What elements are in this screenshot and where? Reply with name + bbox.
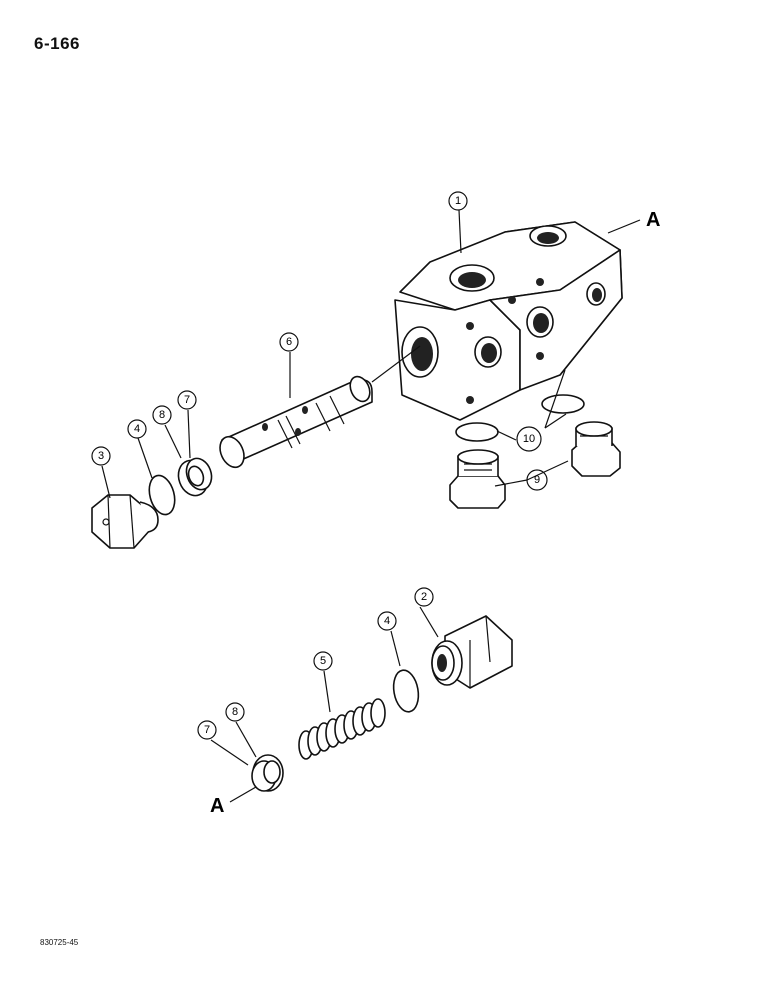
o-ring-upper <box>148 474 176 516</box>
svg-text:10: 10 <box>523 433 535 445</box>
svg-text:4: 4 <box>384 615 390 627</box>
callout-7-lower: 7 <box>197 720 217 740</box>
callout-9: 9 <box>526 469 548 491</box>
o-ring-lower <box>392 669 420 713</box>
spring <box>298 698 386 760</box>
callout-4-upper: 4 <box>127 419 147 439</box>
reference-label-a-top: A <box>646 209 660 231</box>
leader-lines <box>101 209 641 803</box>
valve-spool <box>219 375 373 469</box>
port-plug-left <box>449 449 506 509</box>
svg-text:5: 5 <box>320 655 326 667</box>
callout-7-upper: 7 <box>177 390 197 410</box>
callout-10: 10 <box>516 426 542 452</box>
svg-text:8: 8 <box>159 409 165 421</box>
callout-6: 6 <box>279 332 299 352</box>
reference-label-a-bottom: A <box>210 795 224 817</box>
valve-body <box>394 221 623 421</box>
svg-text:8: 8 <box>232 706 238 718</box>
callout-4-lower: 4 <box>377 611 397 631</box>
svg-text:6: 6 <box>286 336 292 348</box>
svg-text:7: 7 <box>204 724 210 736</box>
svg-text:9: 9 <box>534 474 540 486</box>
figure-code: 830725-45 <box>40 938 79 947</box>
svg-text:4: 4 <box>134 423 140 435</box>
seal-set-lower <box>251 754 284 792</box>
svg-text:3: 3 <box>98 450 104 462</box>
callout-8-upper: 8 <box>152 405 172 425</box>
svg-text:2: 2 <box>421 591 427 603</box>
svg-text:7: 7 <box>184 394 190 406</box>
port-plug-right <box>571 421 621 477</box>
callout-2: 2 <box>414 587 434 607</box>
callout-5: 5 <box>313 651 333 671</box>
hex-plug <box>91 494 159 549</box>
o-ring-lower-left <box>455 422 499 442</box>
callout-1: 1 <box>448 191 468 211</box>
callout-8-lower: 8 <box>225 702 245 722</box>
callout-3: 3 <box>91 446 111 466</box>
o-ring-lower-right <box>541 394 585 414</box>
svg-text:1: 1 <box>455 195 461 207</box>
seal-set-upper <box>177 457 213 497</box>
page-number: 6-166 <box>34 34 80 53</box>
hex-fitting <box>431 615 513 689</box>
